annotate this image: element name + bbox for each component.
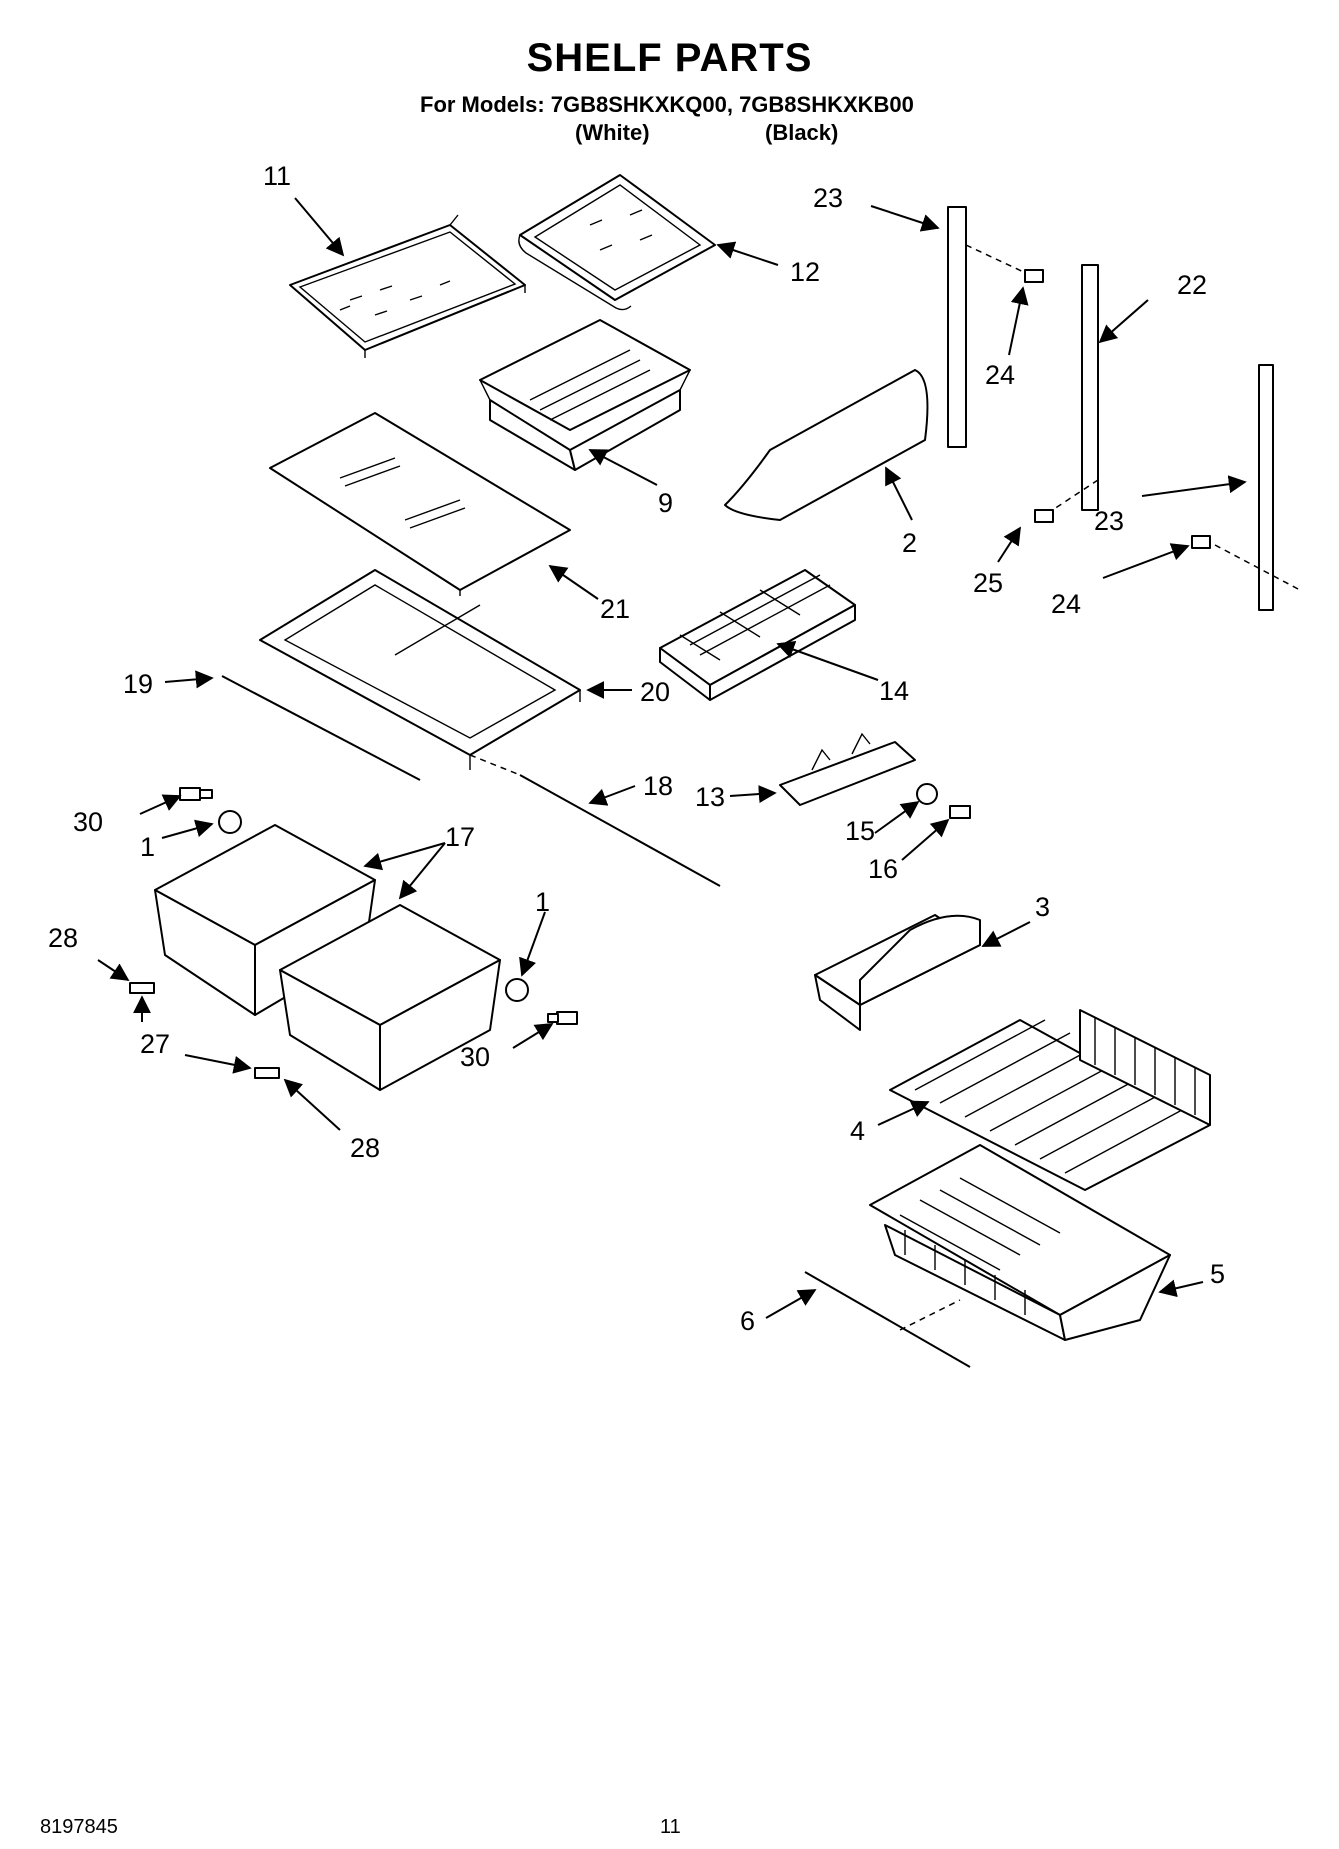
callout-3: 3	[1035, 892, 1050, 922]
part-5-wire-basket	[869, 1144, 1171, 1341]
models-line: For Models: 7GB8SHKXKQ00, 7GB8SHKXKB00	[420, 92, 914, 117]
callout-11: 11	[263, 161, 291, 191]
part-14-ice-tray	[659, 569, 856, 701]
callout-16: 16	[868, 854, 898, 884]
callout-4: 4	[850, 1116, 865, 1146]
part-12-shelf	[518, 174, 716, 311]
page-number: 11	[660, 1816, 681, 1838]
callout-27: 27	[140, 1029, 170, 1059]
callout-24-upper: 24	[985, 360, 1015, 390]
callout-24-lower: 24	[1051, 589, 1081, 619]
part-23-rail-lower	[1258, 364, 1274, 611]
leader-arrows	[97, 197, 1247, 1319]
part-22-rail	[1081, 264, 1099, 511]
part-2-bin	[724, 369, 929, 521]
part-1-stop-left	[218, 810, 242, 834]
part-19-rail	[221, 675, 421, 781]
callout-28-upper: 28	[48, 923, 78, 953]
part-23-rail-upper	[947, 206, 967, 448]
document-number: 8197845	[40, 1816, 118, 1838]
part-4-wire-shelf	[889, 1009, 1211, 1191]
callout-labels: 11 12 23 24 22 9 2 23 25 24 21 19 20 14 …	[48, 161, 1225, 1336]
callout-6: 6	[740, 1306, 755, 1336]
part-15-washer	[916, 783, 938, 805]
part-6-rail	[804, 1271, 971, 1368]
part-24-screw-lower	[1191, 535, 1211, 549]
callout-17: 17	[445, 822, 475, 852]
callout-2: 2	[902, 528, 917, 558]
part-20-shelf-frame	[259, 569, 581, 770]
part-17-crisper-drawers	[154, 824, 501, 1091]
callout-13: 13	[695, 782, 725, 812]
part-24-screw-upper	[1024, 269, 1044, 283]
callout-23-lower: 23	[1094, 506, 1124, 536]
part-16-screw	[949, 805, 971, 819]
variant-black: (Black)	[765, 120, 839, 145]
callout-14: 14	[879, 676, 909, 706]
part-18-rail	[519, 774, 721, 887]
part-11-shelf	[289, 214, 526, 358]
part-27-clip	[254, 1067, 280, 1079]
callout-30-left: 30	[73, 807, 103, 837]
callout-9: 9	[658, 488, 673, 518]
callout-30-right: 30	[460, 1042, 490, 1072]
callout-23-upper: 23	[813, 183, 843, 213]
variant-white: (White)	[575, 120, 650, 145]
callout-22: 22	[1177, 270, 1207, 300]
page-title: SHELF PARTS	[526, 36, 813, 80]
part-9-drawer	[479, 319, 691, 471]
callout-15: 15	[845, 816, 875, 846]
callout-20: 20	[640, 677, 670, 707]
callout-1-right: 1	[535, 887, 550, 917]
part-21-glass-shelf	[269, 412, 571, 596]
callout-28-lower: 28	[350, 1133, 380, 1163]
part-30-screw-left	[179, 787, 213, 801]
part-30-screw-right	[547, 1011, 578, 1025]
callout-25: 25	[973, 568, 1003, 598]
part-1-stop-right	[505, 978, 529, 1002]
callout-18: 18	[643, 771, 673, 801]
part-28-clip-upper	[129, 982, 155, 994]
callout-21: 21	[600, 594, 630, 624]
part-3-door-bin	[814, 914, 981, 1031]
callout-1-left: 1	[140, 832, 155, 862]
callout-19: 19	[123, 669, 153, 699]
callout-12: 12	[790, 257, 820, 287]
part-25-screw	[1034, 509, 1054, 523]
part-13-rack	[779, 732, 916, 806]
callout-5: 5	[1210, 1259, 1225, 1289]
